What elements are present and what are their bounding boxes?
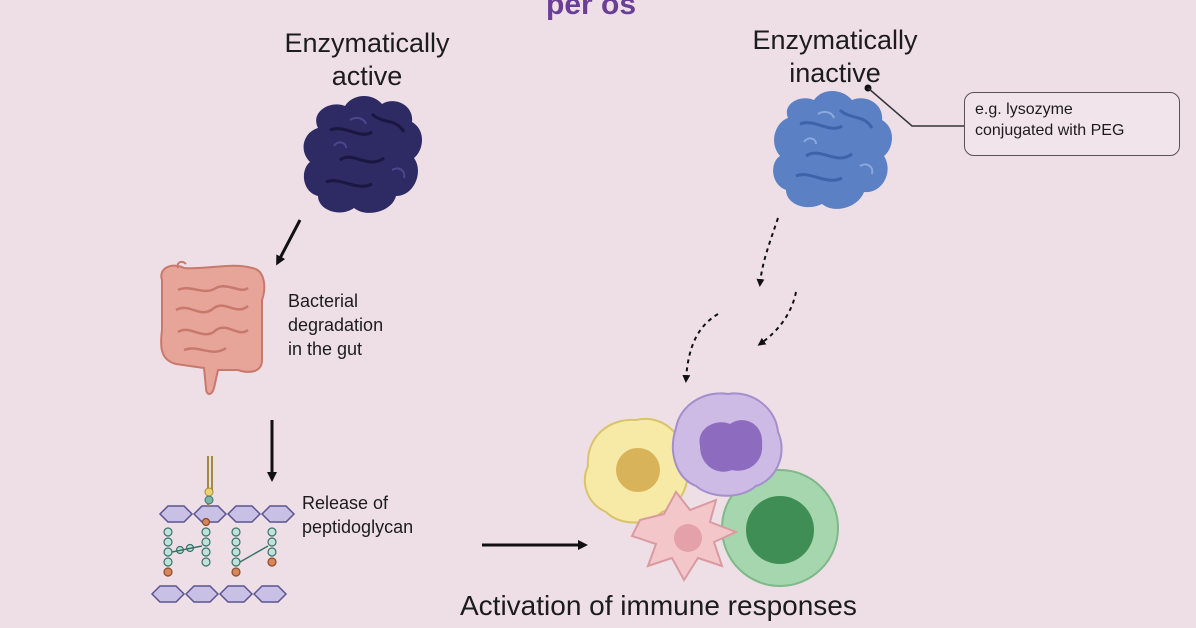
immune-activation-label: Activation of immune responses [460, 590, 857, 621]
label-enzymatically-inactive: Enzymatically inactive [730, 24, 940, 90]
gut-caption-line3: in the gut [288, 339, 363, 359]
dashed-arrow-2 [757, 291, 797, 346]
gut-caption-line2: degradation [288, 315, 384, 335]
peg-callout-box: e.g. lysozyme conjugated with PEG [964, 92, 1180, 156]
inactive-enzyme-icon [773, 91, 892, 209]
diagram-title: per os [546, 0, 637, 21]
label-active-line1: Enzymatically [284, 28, 450, 58]
dashed-arrow-1 [756, 217, 779, 287]
gut-caption-line1: Bacterial [288, 291, 359, 311]
label-active-line2: active [331, 61, 403, 91]
gut-degradation-caption: Bacterial degradation in the gut [288, 289, 428, 361]
peptidoglycan-caption: Release of peptidoglycan [302, 491, 472, 539]
label-enzymatically-active: Enzymatically active [262, 27, 472, 93]
pg-caption-line2: peptidoglycan [302, 517, 414, 537]
active-enzyme-icon [303, 95, 422, 213]
label-inactive-line2: inactive [789, 58, 881, 88]
arrow-to-gut [276, 219, 302, 266]
label-inactive-line1: Enzymatically [752, 25, 918, 55]
callout-leader [864, 84, 964, 127]
callout-line2: conjugated with PEG [975, 122, 1125, 139]
callout-line1: e.g. lysozyme [975, 101, 1073, 118]
intestine-icon [160, 260, 266, 395]
immune-cells-icon [583, 392, 839, 587]
peptidoglycan-icon [150, 456, 296, 603]
dashed-arrow-3 [682, 313, 719, 383]
pg-caption-line1: Release of [302, 493, 389, 513]
